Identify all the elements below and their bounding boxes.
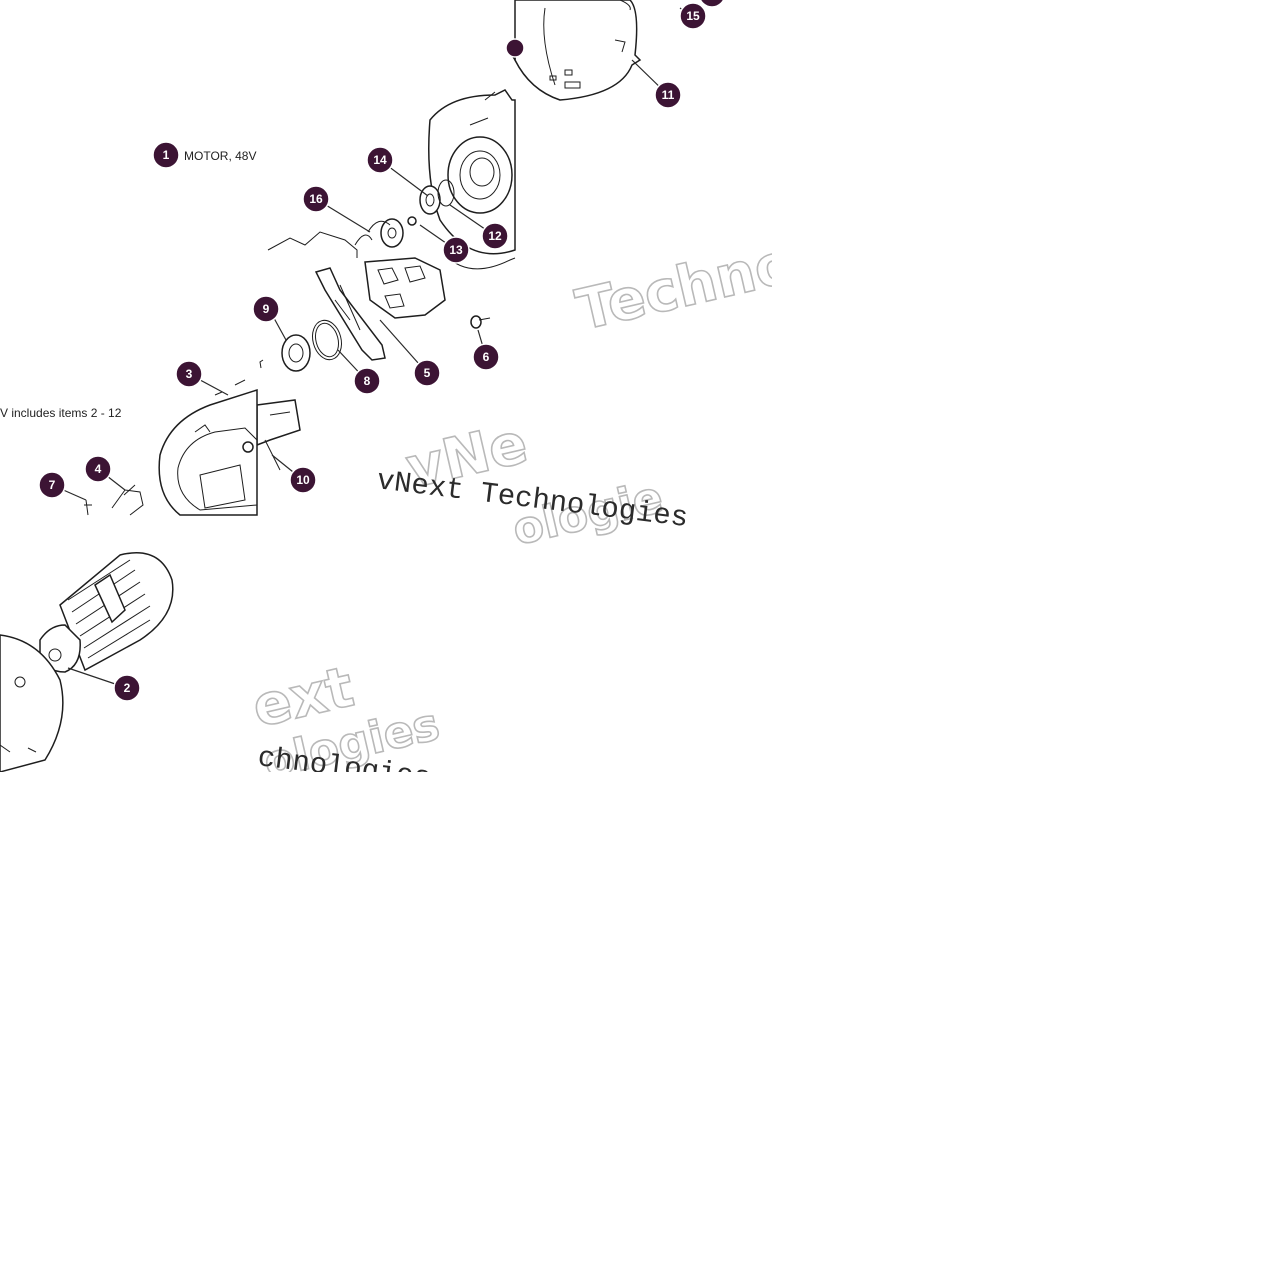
snap-ring-16 — [354, 220, 391, 246]
svg-text:7: 7 — [49, 478, 56, 492]
callout-14: 14 — [366, 146, 394, 174]
svg-text:5: 5 — [424, 366, 431, 380]
bearing-9 — [281, 334, 311, 372]
housing-11 — [514, 0, 642, 101]
retaining-ring-8 — [312, 319, 342, 361]
armature-2 — [39, 552, 174, 673]
svg-text:13: 13 — [449, 243, 463, 257]
svg-text:3: 3 — [186, 367, 193, 381]
svg-text:11: 11 — [662, 88, 675, 102]
svg-text:10: 10 — [296, 473, 310, 487]
callout-7: 7 — [38, 471, 66, 499]
watermark-outline-1: Techno — [571, 231, 800, 344]
svg-text:16: 16 — [309, 192, 323, 206]
callout-10: 10 — [289, 466, 317, 494]
terminal-bracket-10 — [256, 399, 301, 471]
svg-text:6: 6 — [483, 350, 490, 364]
screw-7 — [84, 499, 92, 516]
mask-bottom — [0, 772, 1285, 1285]
svg-text:9: 9 — [263, 302, 270, 316]
callout-12: 12 — [481, 222, 509, 250]
svg-text:14: 14 — [373, 153, 387, 167]
svg-text:12: 12 — [488, 229, 502, 243]
bearing-13 — [380, 216, 417, 248]
callout-11: 11 — [654, 81, 682, 109]
brush-holder-4 — [111, 484, 144, 516]
callout-partial-left — [505, 38, 525, 58]
field-frame-3 — [158, 379, 258, 516]
svg-text:15: 15 — [686, 9, 700, 23]
label-motor-48v: 1 MOTOR, 48V — [152, 141, 256, 169]
callout-2: 2 — [113, 674, 141, 702]
brush-end-housing — [267, 89, 516, 270]
callout-6: 6 — [472, 343, 500, 371]
stud-screw — [259, 359, 264, 369]
callout-13: 13 — [442, 236, 470, 264]
callout-partial-top — [699, 0, 725, 8]
svg-text:4: 4 — [95, 462, 102, 476]
svg-text:2: 2 — [124, 681, 131, 695]
svg-text:MOTOR, 48V: MOTOR, 48V — [184, 149, 256, 163]
callout-9: 9 — [252, 295, 280, 323]
callout-4: 4 — [84, 455, 112, 483]
svg-text:8: 8 — [364, 374, 371, 388]
svg-text:1: 1 — [163, 148, 170, 162]
callout-3: 3 — [175, 360, 203, 388]
nut-6 — [470, 315, 491, 329]
callout-16: 16 — [302, 185, 330, 213]
includes-label: V includes items 2 - 12 — [0, 406, 122, 420]
brush-plate-5 — [314, 257, 446, 361]
washer-14 — [419, 179, 455, 215]
callout-5: 5 — [413, 359, 441, 387]
end-cap — [0, 634, 64, 773]
callout-8: 8 — [353, 367, 381, 395]
callout-15: 15 — [679, 2, 707, 30]
